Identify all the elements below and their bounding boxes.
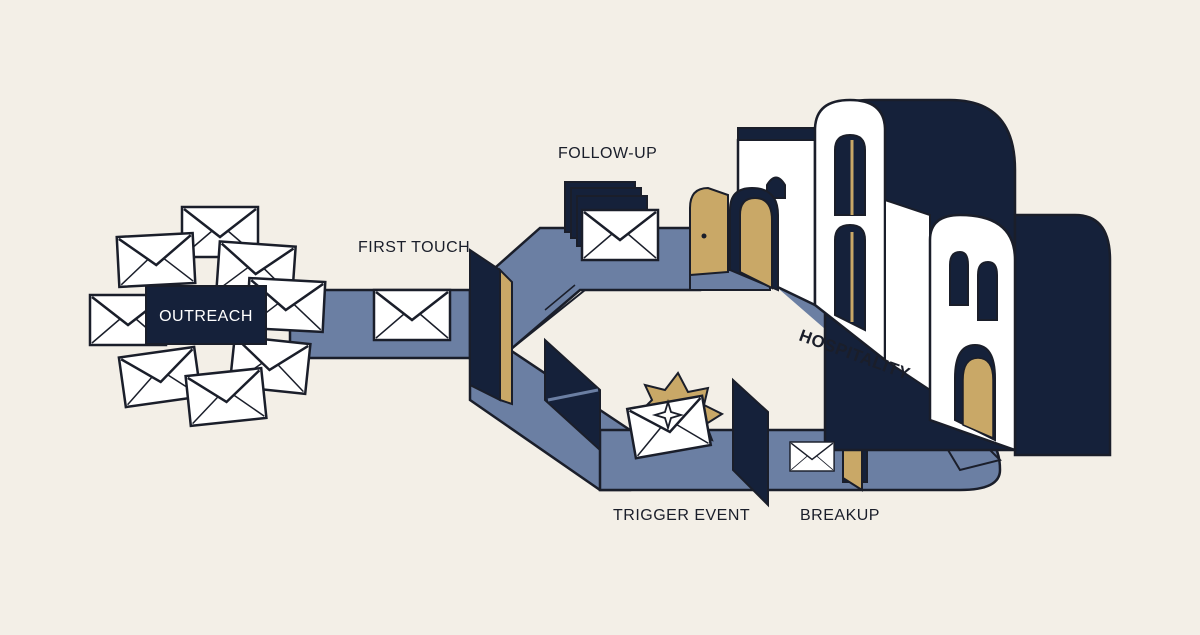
trigger-gate-left: [544, 337, 601, 453]
sparkle-icon: [651, 398, 685, 432]
first-touch-gate: [469, 248, 513, 406]
first-touch-envelope-icon: [372, 288, 452, 342]
outreach-label-box: OUTREACH: [145, 285, 267, 345]
outreach-label: OUTREACH: [159, 308, 253, 325]
trigger-gate-right: [732, 377, 769, 508]
trigger-event-label: TRIGGER EVENT: [613, 507, 750, 524]
follow-up-envelope-stack: [564, 181, 660, 262]
envelope-icon: [115, 231, 197, 289]
first-touch-label: FIRST TOUCH: [358, 239, 470, 256]
envelope-icon: [184, 366, 268, 428]
hospitality-building: [689, 98, 1112, 457]
follow-up-label: FOLLOW-UP: [558, 145, 657, 162]
follow-up-envelope-icon: [580, 208, 660, 262]
trigger-event-envelope: [625, 371, 725, 460]
breakup-envelope-icon: [789, 441, 835, 472]
breakup-label: BREAKUP: [800, 507, 880, 524]
